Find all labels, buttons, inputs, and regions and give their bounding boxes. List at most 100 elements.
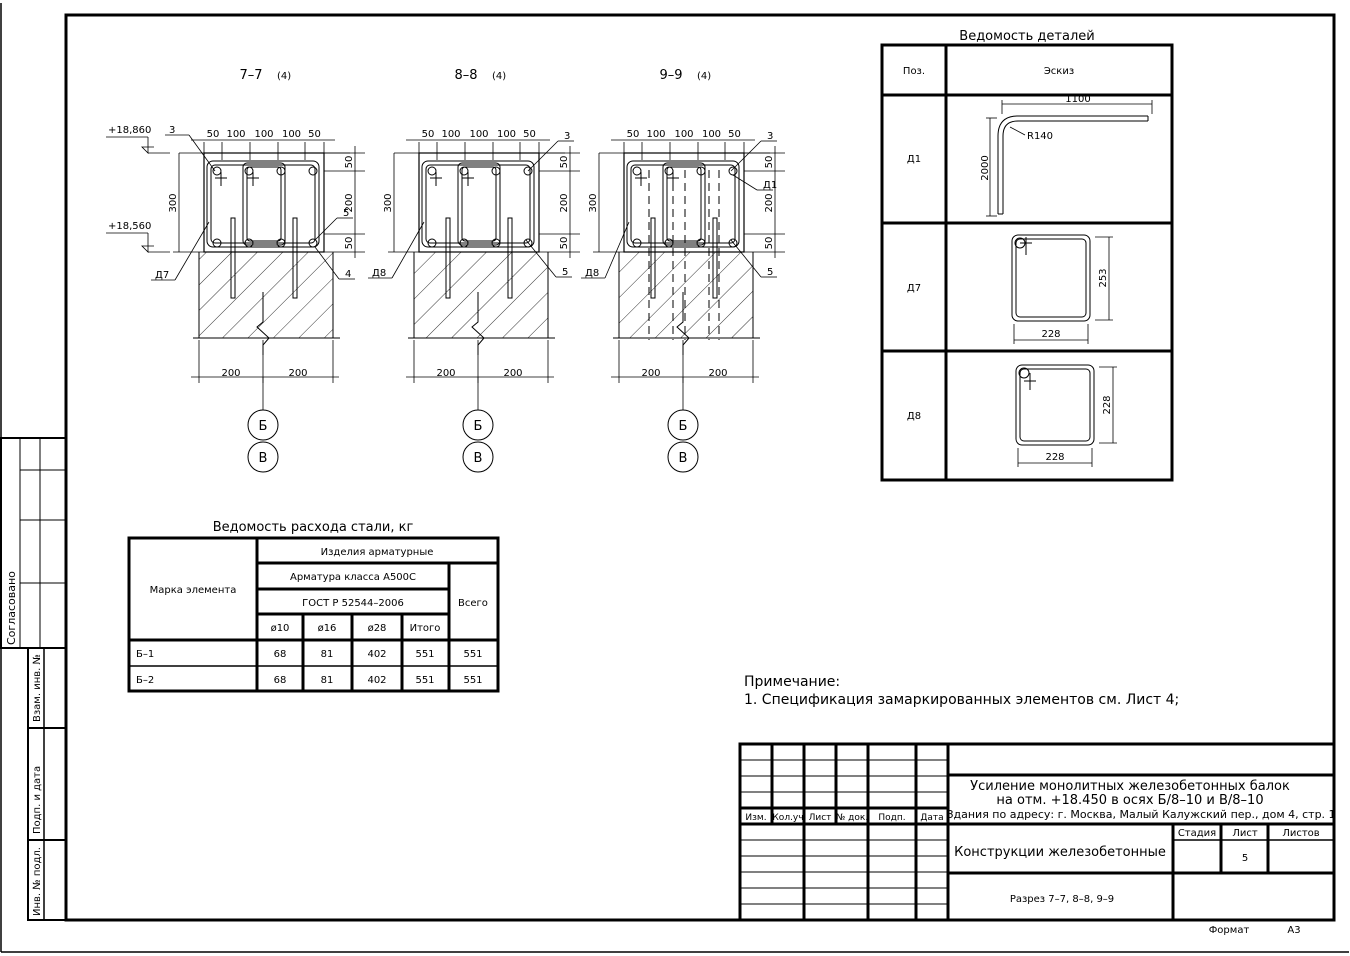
- dim-label: 50: [422, 129, 435, 140]
- rebar: [459, 238, 469, 248]
- callout-label: 5: [343, 208, 349, 219]
- rebar: [696, 166, 706, 176]
- steel-cell: 81: [321, 675, 334, 686]
- steel-cell: 551: [463, 675, 482, 686]
- stamp-header-kol: Кол.уч: [772, 813, 803, 823]
- dim-label: 50: [207, 129, 220, 140]
- stamp-format-label: Формат: [1209, 925, 1250, 936]
- side-podp-label: Подп. и дата: [32, 766, 43, 834]
- stamp-drawing-name: Разрез 7–7, 8–8, 9–9: [1010, 894, 1114, 905]
- steel-row-mark: Б–1: [136, 649, 154, 660]
- stamp-section-name: Конструкции железобетонные: [954, 845, 1166, 860]
- dim-label: 50: [627, 129, 640, 140]
- beam-outline: [623, 152, 745, 253]
- support-concrete: [199, 252, 333, 338]
- dim-label: 100: [674, 129, 693, 140]
- stamp-header-izm: Изм.: [745, 813, 766, 823]
- steel-title: Ведомость расхода стали, кг: [213, 520, 414, 535]
- stamp-title-line-2: на отм. +18.450 в осях Б/8–10 и В/8–10: [996, 793, 1263, 808]
- details-col-pos: Поз.: [903, 66, 925, 77]
- rebar: [523, 238, 533, 248]
- stamp-header-podp: Подп.: [878, 813, 905, 823]
- callout-label: 4: [345, 269, 351, 280]
- steel-cell: 68: [274, 649, 287, 660]
- dim-label: 200: [221, 368, 240, 379]
- beam-outline: [418, 152, 540, 253]
- steel-subcol-itogo: Итого: [410, 623, 441, 634]
- stamp-header-doc: № док.: [836, 813, 868, 823]
- sketch-d7: [1011, 234, 1113, 344]
- axis-label: В: [679, 451, 688, 466]
- rebar: [308, 238, 318, 248]
- rebar: [244, 238, 254, 248]
- sketch-d7-height: 253: [1098, 268, 1109, 287]
- side-vzam-label: Взам. инв. №: [32, 654, 43, 722]
- dim-label: 50: [344, 156, 355, 169]
- details-col-sketch: Эскиз: [1044, 66, 1074, 77]
- dim-label: 50: [728, 129, 741, 140]
- steel-cell: 551: [415, 649, 434, 660]
- dim-label: 50: [523, 129, 536, 140]
- axis-label: Б: [679, 419, 688, 434]
- sketch-d8: [1015, 364, 1117, 467]
- steel-subcol-d28: ø28: [368, 623, 387, 634]
- dim-label: 50: [308, 129, 321, 140]
- rebar: [632, 166, 642, 176]
- dim-label: 50: [559, 237, 570, 250]
- dim-label: 200: [503, 368, 522, 379]
- callout-label: Д8: [372, 268, 386, 279]
- dim-label: 200: [436, 368, 455, 379]
- section-title: 7–7: [239, 68, 262, 83]
- dim-label: 300: [588, 193, 599, 212]
- section-title-ref: (4): [492, 71, 506, 82]
- dim-label: 200: [708, 368, 727, 379]
- dim-label: 200: [641, 368, 660, 379]
- rebar: [523, 166, 533, 176]
- rebar: [491, 238, 501, 248]
- dim-label: 200: [288, 368, 307, 379]
- rebar: [459, 166, 469, 176]
- details-table: [880, 43, 1174, 482]
- stamp-title-line-3: Здания по адресу: г. Москва, Малый Калуж…: [946, 808, 1335, 821]
- sketch-d8-height: 228: [1102, 395, 1113, 414]
- dim-label: 200: [764, 193, 775, 212]
- steel-group: Изделия арматурные: [321, 547, 434, 558]
- axis-bubble: [462, 409, 494, 441]
- section-title-ref: (4): [277, 71, 291, 82]
- dim-label: 200: [559, 193, 570, 212]
- dim-label: 300: [168, 193, 179, 212]
- note-line-1: 1. Спецификация замаркированных элементо…: [744, 692, 1179, 708]
- steel-cell: 402: [367, 649, 386, 660]
- rebar: [427, 166, 437, 176]
- callout-label: 5: [767, 267, 773, 278]
- rebar: [308, 166, 318, 176]
- sketch-d1-radius: R140: [1027, 131, 1053, 142]
- steel-subcol-d10: ø10: [271, 623, 290, 634]
- rebar: [728, 238, 738, 248]
- dim-label: 100: [497, 129, 516, 140]
- steel-class: Арматура класса А500С: [290, 572, 416, 583]
- stamp-sheet-label: Лист: [1232, 828, 1258, 839]
- details-pos-d8: Д8: [907, 411, 921, 422]
- rebar: [212, 238, 222, 248]
- stamp-sheets-label: Листов: [1282, 828, 1319, 839]
- steel-gost: ГОСТ Р 52544–2006: [302, 598, 404, 609]
- details-pos-d7: Д7: [907, 283, 921, 294]
- stirrup: [421, 160, 535, 248]
- dim-label: 100: [226, 129, 245, 140]
- note-title: Примечание:: [744, 674, 840, 690]
- steel-subcol-d16: ø16: [318, 623, 337, 634]
- elevation-top: +18,860: [108, 125, 151, 136]
- axis-bubble: [667, 441, 699, 473]
- axis-bubble: [667, 409, 699, 441]
- rebar: [244, 166, 254, 176]
- steel-cell: 551: [463, 649, 482, 660]
- axis-label: В: [474, 451, 483, 466]
- stamp-sheet-value: 5: [1242, 853, 1248, 864]
- callout-label: 3: [169, 125, 175, 136]
- dim-label: 300: [383, 193, 394, 212]
